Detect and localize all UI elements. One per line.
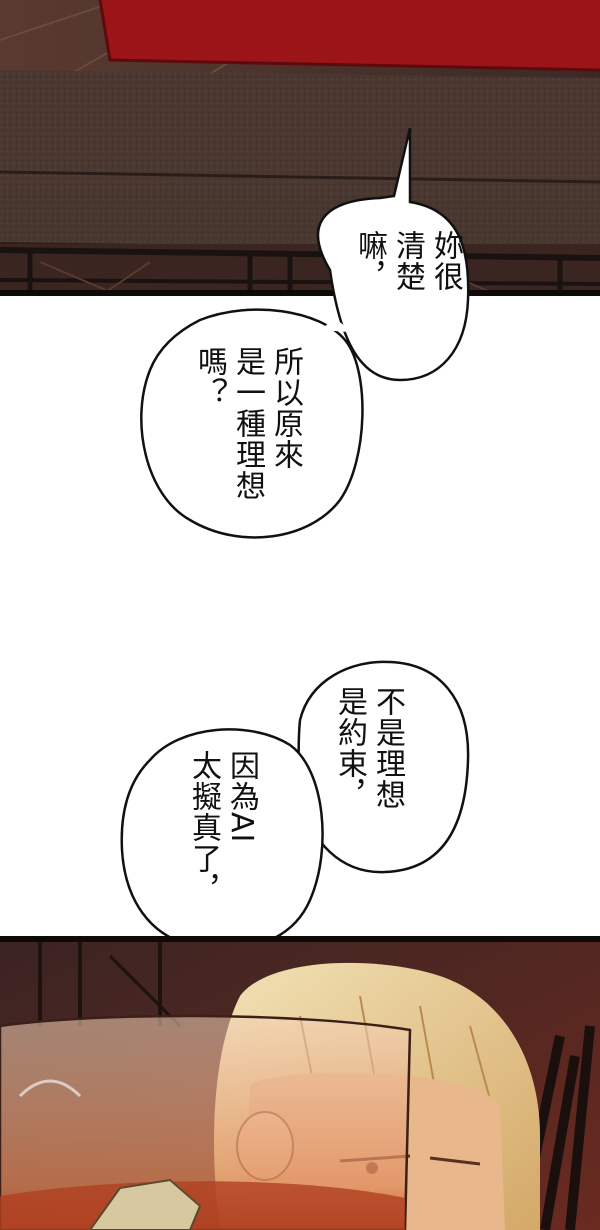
top-panel-illustration xyxy=(0,0,600,296)
bubble-2-text: 所以原來 是一種理想 嗎？ xyxy=(192,346,303,501)
speech-bubble-1 xyxy=(316,127,470,382)
bubble-4-text: 因為AI 太擬真了， xyxy=(186,750,259,905)
speech-bubble-4 xyxy=(120,728,324,995)
bottom-panel-illustration xyxy=(0,936,600,1230)
bubble-1-text: 妳很 清楚 嘛， xyxy=(352,230,463,292)
bubble-3-text: 不是理想 是約束， xyxy=(332,686,405,810)
